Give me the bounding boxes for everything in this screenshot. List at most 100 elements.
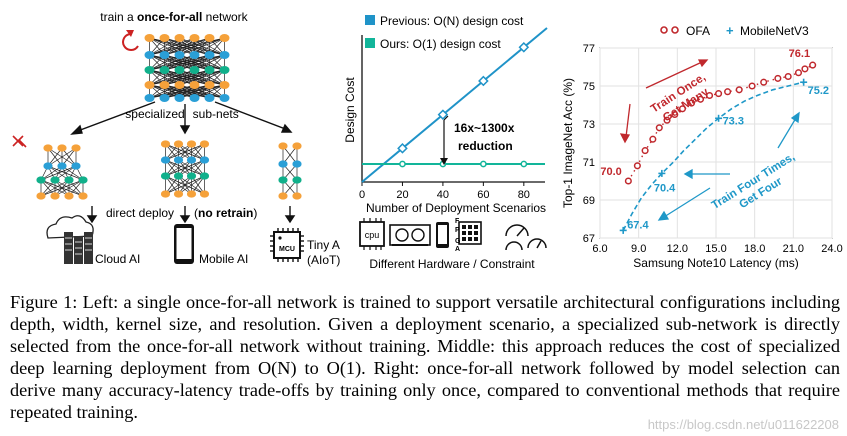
node-dot [173, 156, 184, 164]
node-dot [144, 81, 155, 89]
acc-ytick-label: 69 [583, 195, 595, 207]
target-label-tiny-sub: (AIoT) [307, 253, 340, 267]
node-dot [219, 94, 230, 102]
acc-point-label: 76.1 [789, 48, 810, 60]
cost-xtick-label: 20 [396, 189, 408, 201]
acc-point-label: 67.4 [627, 219, 649, 231]
cloud-server-icon [46, 215, 94, 264]
acc-ytick-label: 71 [583, 157, 595, 169]
edge-line [149, 69, 210, 86]
cost-ylabel: Design Cost [343, 77, 357, 143]
chip-letter-f: F [455, 218, 460, 225]
ours-cost-marker [520, 160, 528, 168]
cost-legend: Previous: O(N) design cost Ours: O(1) de… [365, 14, 524, 51]
node-dot [57, 162, 67, 170]
edge-line [149, 54, 210, 71]
ofa-point-marker [809, 61, 817, 69]
ofa-point-marker [724, 88, 732, 96]
node-dot [173, 190, 184, 198]
edge-line [194, 69, 225, 86]
node-dot [174, 51, 185, 59]
cost-xlabel: Number of Deployment Scenarios [366, 201, 546, 215]
mbv3-series-line [622, 81, 804, 231]
node-dot [189, 66, 200, 74]
refresh-icon [122, 30, 139, 51]
node-dot [204, 94, 215, 102]
node-dot [174, 81, 185, 89]
acc-ytick-label: 75 [583, 81, 595, 93]
chip-letter-a: A [455, 246, 460, 253]
legend-swatch-ours [365, 38, 375, 48]
edge-line [164, 37, 225, 56]
ours-cost-marker [399, 160, 406, 168]
network-title: train a once-for-all network [100, 10, 248, 24]
node-dot [204, 81, 215, 89]
legend-label-ofa: OFA [686, 24, 710, 38]
ofa-point-marker [671, 110, 679, 119]
acc-point-label: 70.4 [654, 182, 676, 194]
deploy-label: direct deploy(no retrain) [106, 206, 257, 220]
node-dot [199, 140, 210, 148]
node-dot [159, 66, 170, 74]
subnet-graph-tiny [278, 142, 302, 200]
edge-line [165, 175, 192, 195]
gpu-card-icon [389, 224, 431, 246]
train-four-arrows [657, 111, 800, 221]
node-dot [204, 51, 215, 59]
ofa-point-marker [735, 86, 743, 94]
edge-line [40, 165, 77, 181]
node-dot [278, 142, 288, 150]
gauge-icon [505, 224, 547, 251]
node-dot [159, 81, 170, 89]
design-cost-chart: Previous: O(N) design cost Ours: O(1) de… [343, 14, 548, 271]
ofa-point-marker [715, 90, 723, 98]
watermark: https://blog.csdn.net/u011622208 [647, 417, 839, 432]
node-dot [160, 140, 171, 148]
node-dot [292, 142, 302, 150]
acc-xtick-label: 9.0 [631, 243, 646, 255]
ofa-point-marker [687, 99, 696, 107]
edge-line [178, 159, 205, 177]
edge-line [149, 54, 195, 71]
edge-line [54, 179, 84, 197]
ofa-point-marker [624, 177, 632, 185]
node-dot [199, 190, 210, 198]
reduction-label-1: 16x~1300x [454, 121, 515, 135]
acc-point-labels: 76.170.075.273.370.467.4 [600, 48, 829, 231]
node-dot [219, 81, 230, 89]
acc-xlabel: Samsung Note10 Latency (ms) [633, 256, 798, 270]
cost-axes [361, 35, 545, 183]
fpga-chip-icon: F P G A [455, 218, 482, 253]
cost-xtick-label: 80 [518, 189, 530, 201]
node-dot [186, 190, 197, 198]
node-dot [144, 34, 155, 42]
edge-line [165, 175, 205, 195]
subnet-graph-mobile [160, 140, 210, 198]
edge-line [164, 69, 225, 86]
edge-line [165, 143, 205, 161]
node-dot [278, 176, 288, 184]
legend-marker-ofa-2 [671, 26, 679, 34]
node-dot [174, 34, 185, 42]
node-dot [199, 156, 210, 164]
node-dot [64, 192, 74, 200]
ofa-point-marker [655, 124, 663, 132]
chip-letter-g: G [455, 238, 461, 245]
figure-caption: Figure 1: Left: a single once-for-all ne… [10, 292, 840, 422]
node-dot [292, 160, 302, 168]
node-dot [57, 144, 67, 152]
edge-line [178, 143, 205, 161]
acc-series [619, 61, 817, 234]
reduction-arrow [440, 115, 449, 165]
edge-line [179, 69, 225, 86]
pruned-node-mark [12, 135, 27, 148]
legend-label-previous: Previous: O(N) design cost [380, 14, 524, 28]
mcu-chip-icon: MCU [270, 228, 304, 262]
node-dot [78, 176, 88, 184]
ofa-point-marker [649, 135, 657, 143]
subnet-graph-cloud [36, 144, 88, 200]
edge-line [149, 84, 210, 99]
